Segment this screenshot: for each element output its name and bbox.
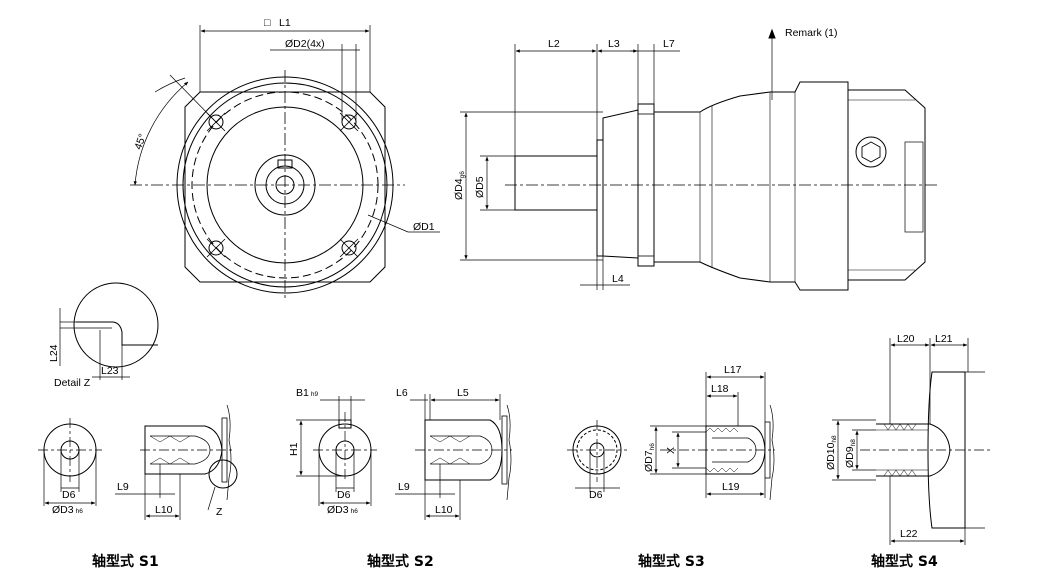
bolt-hole [339,238,359,258]
flange-disc [596,139,604,257]
d1-label: ØD1 [413,221,435,233]
s3-d6-label: D6 [589,489,603,501]
l24-label: L24 [48,344,60,362]
detail-groove-profile [76,321,158,346]
s3-view [567,372,775,501]
l3-label: L3 [608,38,620,50]
s1-view [38,404,238,520]
s4-labels: L20 L21 ØD10h8 ØD9h8 L22 [825,333,953,540]
s2-l9-label: L9 [398,481,410,493]
flange-body [602,109,639,259]
side-view-labels: Remark (1) L2 L3 L7 L4 ØD4g6 ØD5 [453,27,838,285]
s3-labels: D6 ØD7h6 X L17 L18 L19 [589,364,742,501]
front-view-labels: □ L1 ØD2(4x) 45° ØD1 [132,17,434,233]
s1-z-label: Z [216,506,223,518]
s4-l22-label: L22 [900,528,918,540]
s3-l18-label: L18 [711,383,729,395]
s2-l6-label: L6 [396,387,408,399]
s3-d7-label: ØD7h6 [643,443,656,472]
s2-l5-label: L5 [457,387,469,399]
angle-arc [154,77,186,93]
detail-z-title: Detail Z [54,377,91,389]
detail-circle [73,282,159,368]
s2-d6-label: D6 [337,489,351,501]
s4-d9-label: ØD9h8 [844,439,857,468]
detail-z-labels: L24 L23 Detail Z [48,344,119,389]
s3-x-label: X [665,447,677,454]
s3-l17-label: L17 [724,364,742,376]
l1-label: L1 [279,17,291,29]
motor-adapter [847,89,926,281]
detail-z-view [59,282,159,380]
s4-view [832,338,990,545]
side-view [460,28,940,291]
l1-square-symbol: □ [264,17,271,29]
remark-label: Remark (1) [785,27,838,39]
output-shaft [514,155,598,211]
d1-leader-line [367,214,409,233]
l2-label: L2 [548,38,560,50]
angle-label: 45° [132,132,149,151]
s2-caption: 轴型式 S2 [367,554,434,570]
s4-l20-label: L20 [897,333,915,345]
l23-label: L23 [101,365,119,377]
bolt-hole [206,238,226,258]
s3-caption: 轴型式 S3 [638,554,705,570]
l7-label: L7 [663,38,675,50]
s1-l9-label: L9 [117,481,129,493]
s1-caption: 轴型式 S1 [92,554,159,570]
s2-h1-label: H1 [288,442,300,456]
d4-label: ØD4g6 [453,171,466,200]
bolt-hole [339,112,359,132]
s1-l10-label: L10 [155,504,173,516]
s2-l10-label: L10 [435,504,453,516]
l4-label: L4 [612,273,624,285]
s1-detail-z-marker [208,459,238,489]
d5-label: ØD5 [474,176,486,198]
front-view [130,25,440,300]
housing-body [653,81,849,291]
d2-label: ØD2(4x) [285,38,325,50]
s1-d6-label: D6 [62,489,76,501]
s3-l19-label: L19 [722,481,740,493]
s4-d10-label: ØD10h8 [825,435,838,470]
s4-l21-label: L21 [935,333,953,345]
s4-caption: 轴型式 S4 [871,554,938,570]
s2-view [296,394,512,520]
hex-socket-screw [855,136,887,168]
